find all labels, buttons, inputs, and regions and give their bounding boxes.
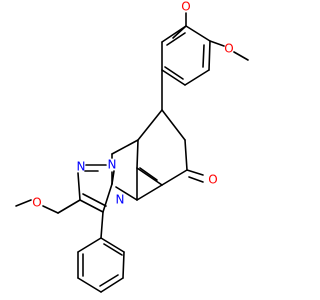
bond (233, 51, 249, 61)
bond (15, 199, 32, 207)
bond (202, 44, 205, 68)
bond (184, 69, 210, 86)
bond (185, 25, 211, 42)
bond (103, 243, 123, 256)
bond (136, 167, 163, 186)
bond (161, 25, 187, 43)
bond (136, 139, 139, 169)
bond (164, 66, 184, 80)
bond (188, 176, 204, 183)
atom-label-oxygen: O (224, 42, 233, 56)
atom-label-oxygen: O (181, 0, 190, 14)
structure-drawing: O O O N N N O (15, 0, 249, 293)
atom-labels-layer: O O O N N N O (32, 0, 233, 210)
bond (136, 184, 163, 201)
bonds-layer (15, 12, 249, 293)
bond (184, 139, 188, 171)
bond (99, 274, 119, 287)
bond (102, 183, 113, 213)
bond (161, 69, 186, 86)
bond (137, 109, 163, 141)
atom-label-oxygen: O (208, 173, 217, 187)
bond (100, 277, 124, 293)
bond (139, 167, 158, 181)
atom-label-nitrogen: N (116, 193, 125, 207)
bond (77, 277, 102, 293)
bond (208, 40, 211, 71)
bond (42, 205, 59, 214)
bond (100, 211, 104, 239)
bond (77, 172, 81, 201)
bond (161, 109, 186, 141)
bond (100, 237, 125, 253)
atom-label-oxygen: O (32, 196, 41, 210)
bond (161, 169, 188, 186)
bond (122, 251, 125, 279)
bond (82, 193, 107, 207)
atom-label-nitrogen: N (108, 158, 117, 172)
atom-label-nitrogen: N (77, 160, 86, 174)
molecule-canvas: O O O N N N O (15, 0, 249, 293)
bond (57, 199, 81, 214)
bond (77, 237, 102, 253)
bond (111, 139, 139, 155)
bond (209, 40, 225, 47)
bond (186, 169, 204, 176)
bond (166, 32, 186, 46)
bond (115, 186, 138, 201)
bond (79, 199, 104, 213)
